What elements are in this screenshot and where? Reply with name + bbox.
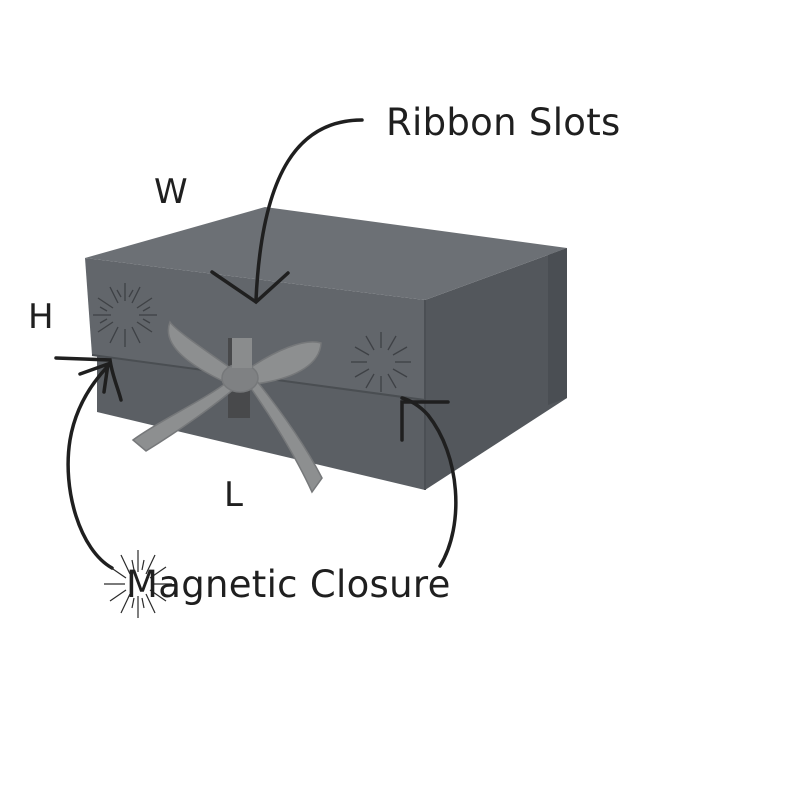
height-arrow: [54, 356, 123, 402]
magnetic-closure-arrowhead-right: [400, 400, 450, 442]
annotation-arrows: [54, 118, 458, 570]
length-label: L: [224, 475, 244, 515]
magnetic-closure-arrowhead-left: [78, 361, 111, 394]
sunburst-icon: [351, 332, 411, 392]
box-lid-front: [85, 258, 425, 400]
box-side-edge: [548, 248, 567, 405]
ribbon-slots-arrow: [254, 118, 364, 302]
sunburst-icon: [93, 283, 157, 347]
box-lid-top: [85, 207, 567, 300]
magnetic-closure-arrow-left: [66, 364, 114, 570]
magnetic-closure-label: Magnetic Closure: [126, 563, 451, 606]
gift-box: [85, 207, 567, 490]
box-side-face: [425, 248, 567, 490]
ribbon-slots-arrowhead: [210, 270, 290, 305]
ribbon-bow: [131, 320, 323, 494]
sunburst-icon: [104, 550, 172, 618]
width-label: W: [154, 172, 188, 212]
ribbon-slots-label: Ribbon Slots: [386, 101, 621, 144]
height-label: H: [28, 297, 54, 337]
